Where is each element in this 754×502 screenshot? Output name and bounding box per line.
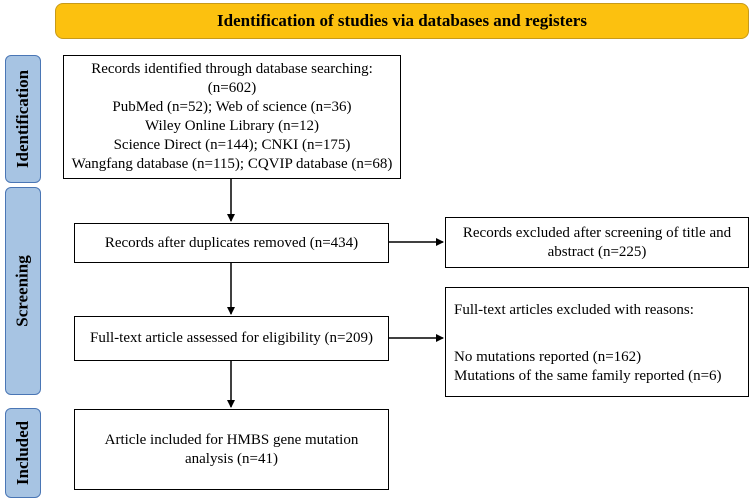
records-identified-total: (n=602): [207, 80, 257, 96]
fulltext-box: Full-text article assessed for eligibili…: [74, 316, 389, 361]
records-identified-sd-cnki: Science Direct (n=144); CNKI (n=175): [113, 137, 351, 153]
included-line1: Article included for HMBS gene mutation: [104, 431, 359, 448]
included-line2: analysis (n=41): [184, 450, 279, 467]
deduplicated-text: Records after duplicates removed (n=434): [104, 234, 359, 251]
included-box: Article included for HMBS gene mutation …: [74, 409, 389, 490]
deduplicated-box: Records after duplicates removed (n=434): [74, 223, 389, 263]
records-identified-wangfang-cqvip: Wangfang database (n=115); CQVIP databas…: [71, 156, 393, 172]
excluded-fulltext-heading: Full-text articles excluded with reasons…: [454, 302, 694, 318]
records-identified-box: Records identified through database sear…: [63, 55, 401, 179]
excluded-screening-line1: Records excluded after screening of titl…: [462, 224, 732, 241]
records-identified-text: Records identified through database sear…: [91, 61, 373, 77]
stage-identification: Identification: [5, 55, 41, 183]
banner: Identification of studies via databases …: [55, 3, 749, 39]
stage-included: Included: [5, 408, 41, 498]
excluded-screening-line2: abstract (n=225): [547, 243, 647, 260]
banner-title: Identification of studies via databases …: [217, 11, 587, 30]
excluded-screening-box: Records excluded after screening of titl…: [445, 217, 749, 268]
stage-screening: Screening: [5, 187, 41, 395]
excluded-fulltext-box: Full-text articles excluded with reasons…: [445, 287, 749, 397]
fulltext-text: Full-text article assessed for eligibili…: [90, 330, 373, 346]
records-identified-wiley: Wiley Online Library (n=12): [144, 118, 320, 134]
records-identified-pubmed-wos: PubMed (n=52); Web of science (n=36): [112, 99, 352, 115]
excluded-fulltext-reason-1: No mutations reported (n=162): [454, 349, 642, 365]
excluded-fulltext-reason-2: Mutations of the same family reported (n…: [454, 368, 722, 384]
